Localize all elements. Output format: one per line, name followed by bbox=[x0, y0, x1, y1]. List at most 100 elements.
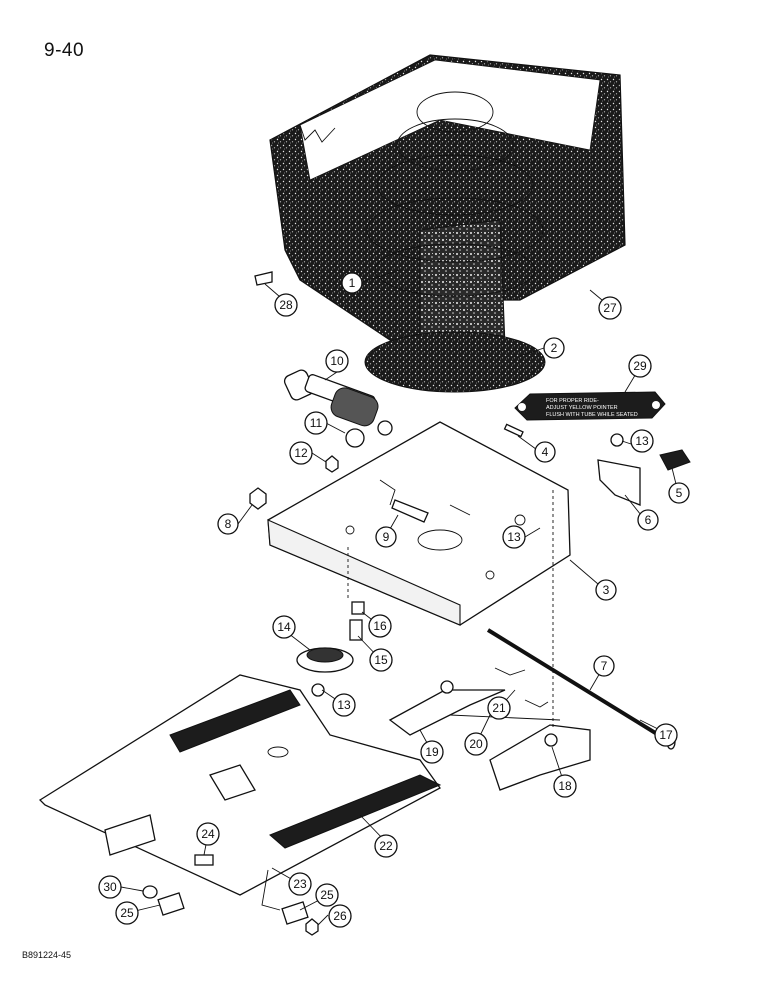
decal-line-3: FLUSH WITH TUBE WHILE SEATED bbox=[546, 412, 638, 418]
svg-text:17: 17 bbox=[659, 728, 673, 742]
callout-3: 3 bbox=[595, 579, 617, 601]
nut-8 bbox=[249, 487, 267, 510]
svg-text:23: 23 bbox=[293, 877, 307, 891]
callout-15: 15 bbox=[369, 648, 393, 672]
callout-25-right: 25 bbox=[315, 883, 339, 907]
svg-text:20: 20 bbox=[469, 737, 483, 751]
callout-29: 29 bbox=[628, 354, 652, 378]
decal-line-2: ADJUST YELLOW POINTER bbox=[546, 405, 618, 411]
callout-21: 21 bbox=[487, 696, 511, 720]
callout-28: 28 bbox=[274, 293, 298, 317]
callout-6: 6 bbox=[637, 509, 659, 531]
svg-text:30: 30 bbox=[103, 880, 117, 894]
callout-7: 7 bbox=[593, 655, 615, 677]
callout-10: 10 bbox=[325, 349, 349, 373]
svg-text:16: 16 bbox=[373, 619, 387, 633]
washer-lower bbox=[311, 683, 325, 697]
svg-text:10: 10 bbox=[330, 354, 344, 368]
svg-text:22: 22 bbox=[379, 839, 393, 853]
callout-19: 19 bbox=[420, 740, 444, 764]
callout-16: 16 bbox=[368, 614, 392, 638]
felt-disc bbox=[364, 331, 546, 393]
callout-24: 24 bbox=[196, 822, 220, 846]
callout-13-base: 13 bbox=[332, 693, 356, 717]
adjustment-decal: FOR PROPER RIDE- ADJUST YELLOW POINTER F… bbox=[514, 391, 666, 421]
plate-25-left bbox=[157, 892, 185, 916]
svg-text:3: 3 bbox=[603, 583, 610, 597]
svg-text:14: 14 bbox=[277, 620, 291, 634]
callout-30: 30 bbox=[98, 875, 122, 899]
svg-text:4: 4 bbox=[542, 445, 549, 459]
svg-text:5: 5 bbox=[676, 486, 683, 500]
base-plate bbox=[38, 674, 442, 896]
cable bbox=[261, 869, 281, 911]
screw-28 bbox=[254, 271, 273, 286]
roll-pin bbox=[503, 423, 524, 438]
pin bbox=[391, 499, 429, 523]
pointer-bracket bbox=[597, 459, 641, 506]
svg-text:6: 6 bbox=[645, 513, 652, 527]
svg-text:9: 9 bbox=[383, 530, 390, 544]
svg-text:2: 2 bbox=[551, 341, 558, 355]
pointer bbox=[659, 449, 691, 471]
svg-text:25: 25 bbox=[320, 888, 334, 902]
callout-9: 9 bbox=[375, 526, 397, 548]
svg-text:8: 8 bbox=[225, 517, 232, 531]
svg-text:25: 25 bbox=[120, 906, 134, 920]
svg-text:15: 15 bbox=[374, 653, 388, 667]
latch-lever-19 bbox=[388, 689, 506, 736]
svg-text:28: 28 bbox=[279, 298, 293, 312]
decal-line-1: FOR PROPER RIDE- bbox=[546, 398, 599, 404]
svg-text:13: 13 bbox=[337, 698, 351, 712]
callout-1: 1 bbox=[341, 272, 363, 294]
document-code: B891224-45 bbox=[22, 950, 72, 960]
latch-lever-18 bbox=[489, 724, 591, 791]
svg-text:29: 29 bbox=[633, 359, 647, 373]
svg-text:21: 21 bbox=[492, 701, 506, 715]
bolt-15 bbox=[349, 619, 363, 641]
svg-text:13: 13 bbox=[507, 530, 521, 544]
callout-14: 14 bbox=[272, 615, 296, 639]
callout-13-frame: 13 bbox=[502, 525, 526, 549]
callout-17: 17 bbox=[654, 723, 678, 747]
adjuster-rod bbox=[486, 628, 672, 744]
svg-text:11: 11 bbox=[310, 416, 323, 430]
callout-5: 5 bbox=[668, 482, 690, 504]
spring-21a bbox=[494, 667, 526, 676]
nut-12 bbox=[325, 455, 339, 473]
callout-2: 2 bbox=[543, 337, 565, 359]
plate-25-right bbox=[281, 901, 309, 925]
bumper bbox=[296, 647, 354, 673]
upper-frame bbox=[267, 421, 571, 626]
bolt-24 bbox=[194, 854, 214, 866]
pivot-19 bbox=[440, 680, 454, 694]
callout-25-left: 25 bbox=[115, 901, 139, 925]
callout-4: 4 bbox=[534, 441, 556, 463]
svg-text:13: 13 bbox=[635, 434, 649, 448]
coil-spring bbox=[366, 91, 544, 297]
seat-boot-cover bbox=[269, 54, 626, 361]
svg-text:7: 7 bbox=[601, 659, 608, 673]
spring-21b bbox=[524, 699, 549, 708]
nut-26 bbox=[305, 918, 319, 936]
svg-text:1: 1 bbox=[349, 276, 356, 290]
washer-upper bbox=[610, 433, 624, 447]
svg-text:26: 26 bbox=[333, 909, 347, 923]
svg-text:18: 18 bbox=[558, 779, 572, 793]
callout-26: 26 bbox=[328, 904, 352, 928]
callout-12: 12 bbox=[289, 441, 313, 465]
callout-13-bracket: 13 bbox=[630, 429, 654, 453]
spacer-30 bbox=[142, 885, 158, 899]
callout-8: 8 bbox=[217, 513, 239, 535]
spacer-16 bbox=[351, 601, 365, 615]
page-number: 9-40 bbox=[44, 40, 85, 61]
callout-27: 27 bbox=[598, 296, 622, 320]
callout-18: 18 bbox=[553, 774, 577, 798]
svg-text:12: 12 bbox=[294, 446, 308, 460]
callout-23: 23 bbox=[288, 872, 312, 896]
callout-20: 20 bbox=[464, 732, 488, 756]
svg-text:19: 19 bbox=[425, 745, 439, 759]
pivot-18 bbox=[544, 733, 558, 747]
svg-text:27: 27 bbox=[603, 301, 617, 315]
